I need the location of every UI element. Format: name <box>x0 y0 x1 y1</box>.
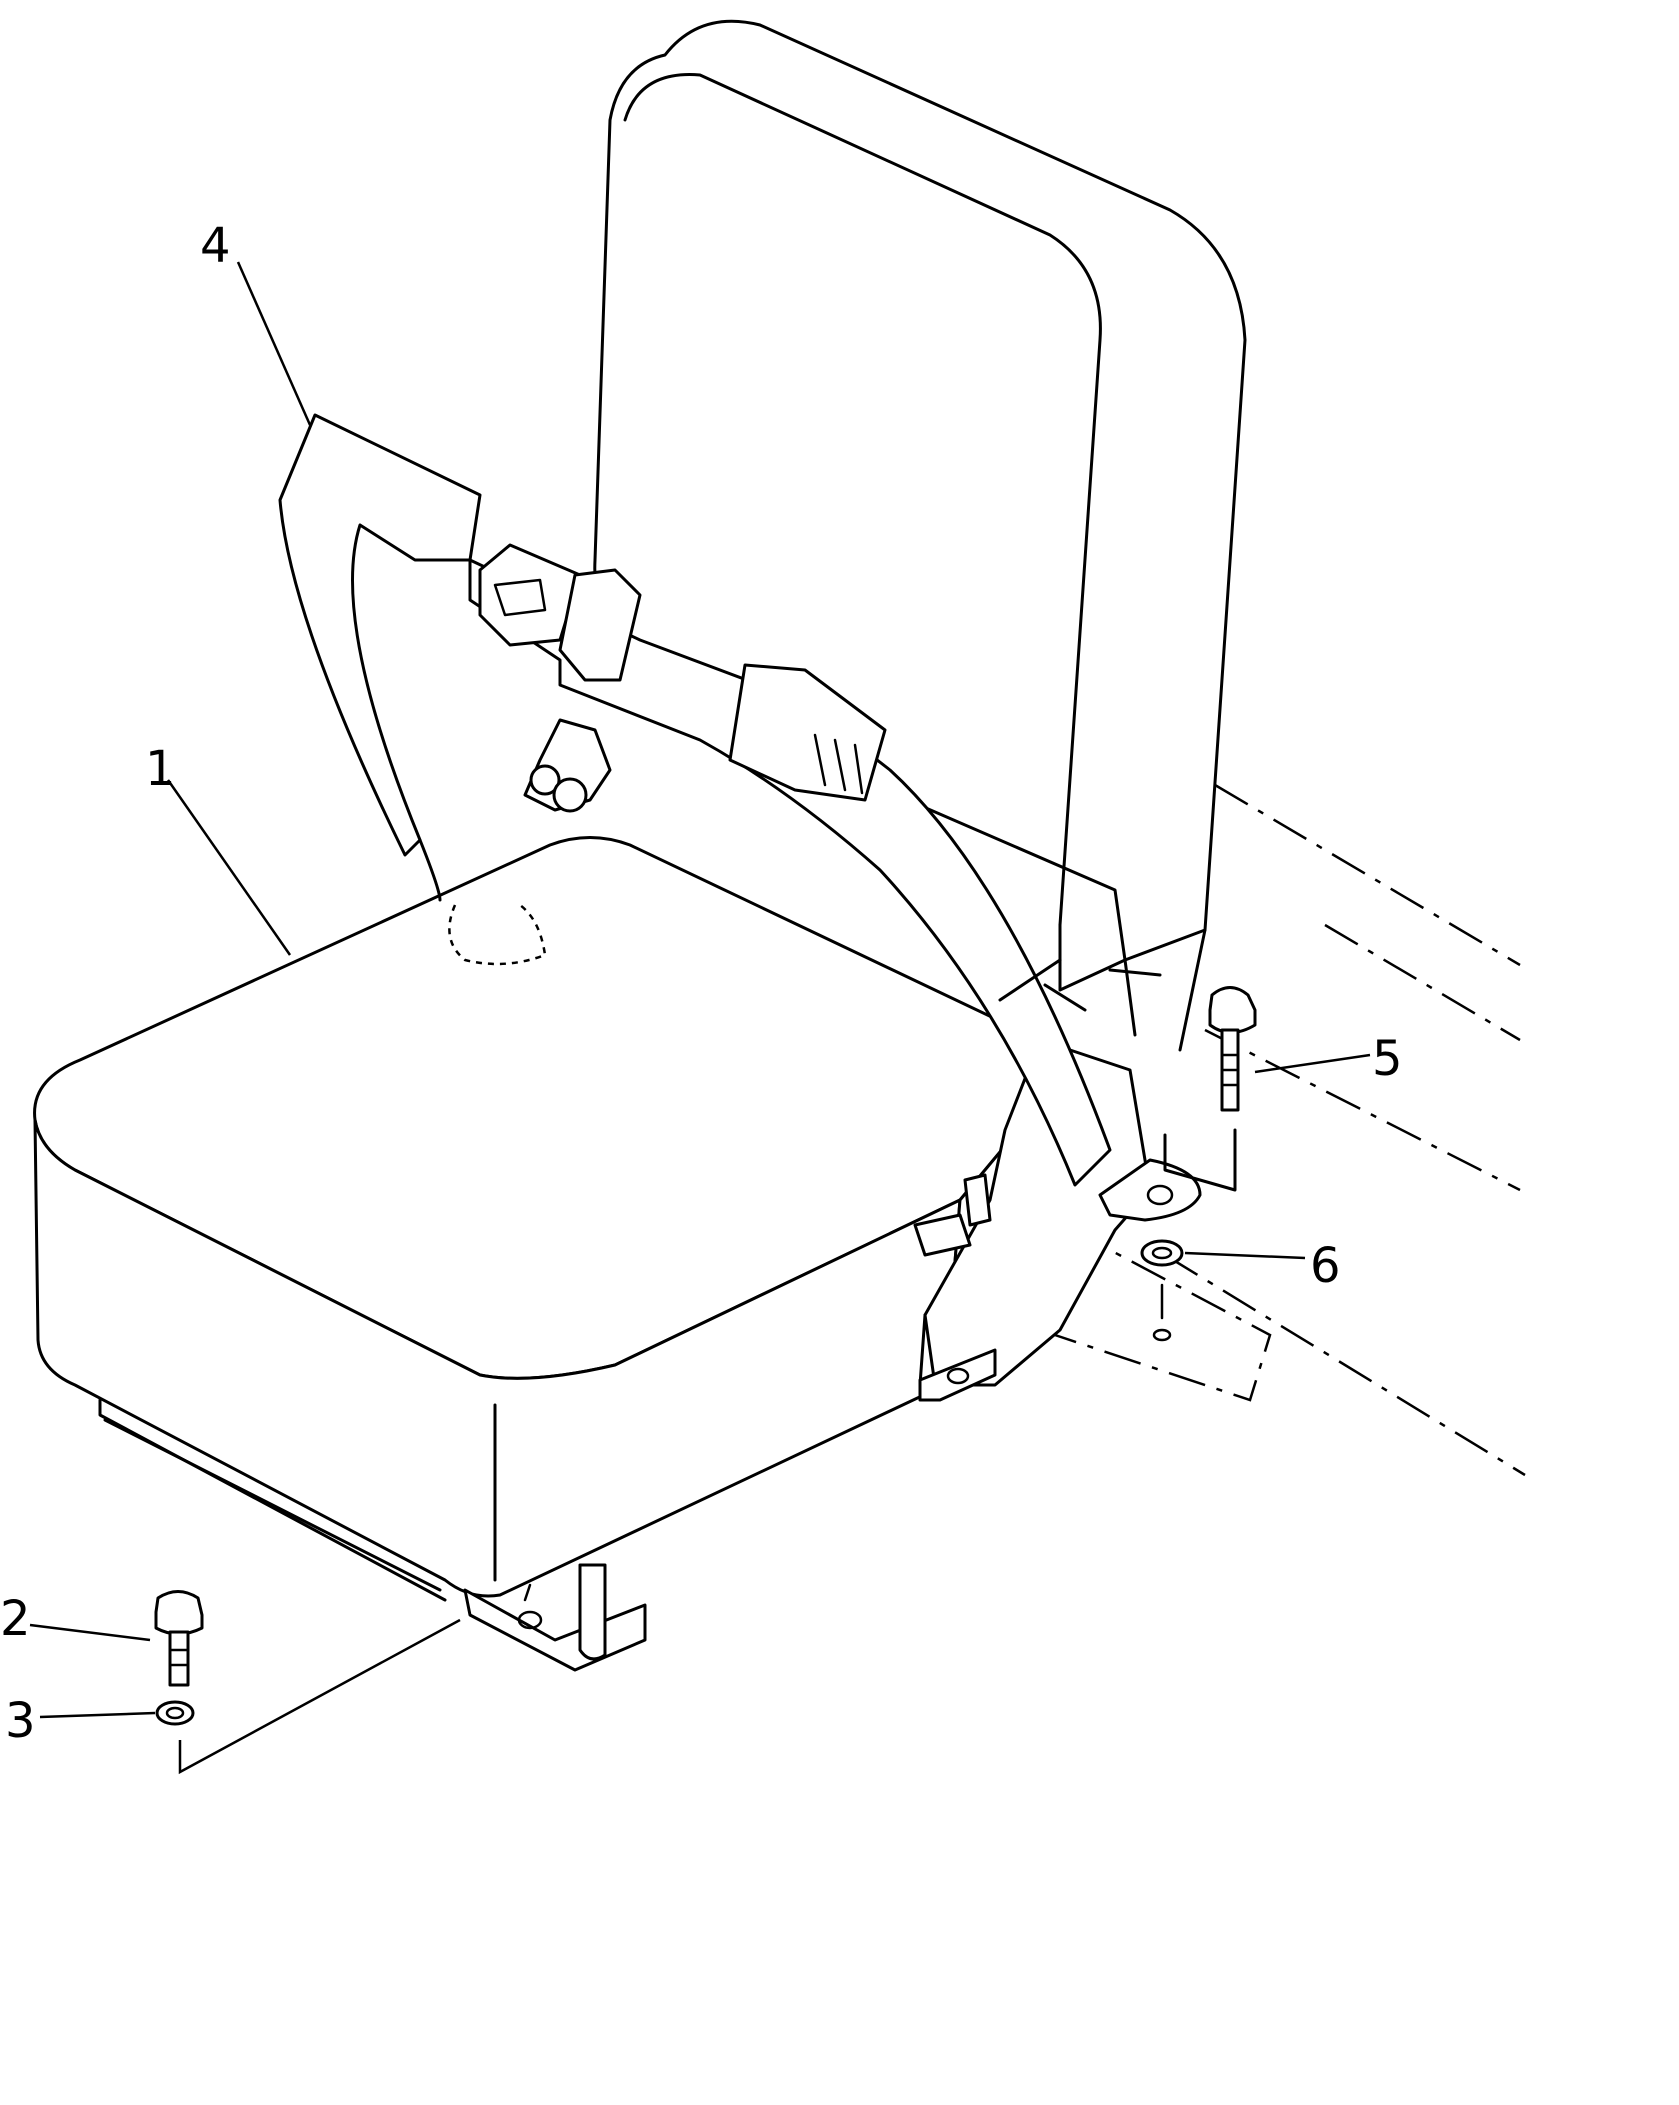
seat-cushion <box>33 836 1062 1602</box>
callout-4: 4 <box>200 218 231 274</box>
rear-mount-tab <box>1098 1128 1237 1222</box>
callout-6: 6 <box>1310 1238 1341 1294</box>
washer-front <box>155 1618 461 1775</box>
seat-belt <box>278 413 1112 1187</box>
callout-2: 2 <box>0 1591 31 1647</box>
leader-lines <box>29 261 1371 1719</box>
washer-rear <box>1140 1239 1184 1342</box>
bolt-front <box>154 1590 204 1687</box>
floor-reference-lines <box>1039 783 1526 1477</box>
seat-front-foot <box>463 1563 647 1672</box>
callout-3: 3 <box>5 1693 36 1749</box>
bolt-rear <box>1208 986 1257 1112</box>
callout-1: 1 <box>145 741 176 797</box>
callout-5: 5 <box>1372 1031 1403 1087</box>
